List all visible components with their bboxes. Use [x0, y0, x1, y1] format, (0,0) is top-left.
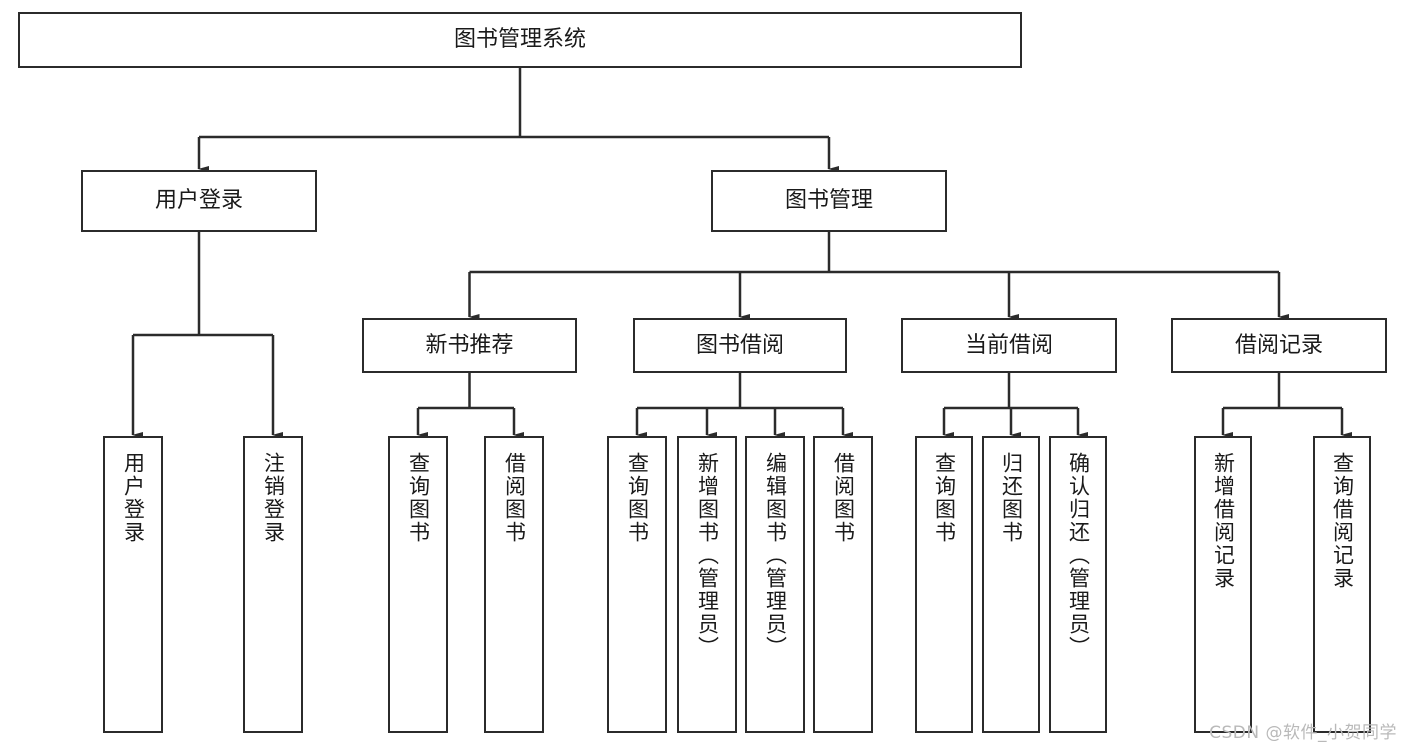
connector-lines	[131, 68, 1352, 438]
leaf-node-leaf-confirm-return[interactable]: 确认归还（管理员）	[1049, 436, 1107, 733]
leaf-node-leaf-add-book[interactable]: 新增图书（管理员）	[677, 436, 737, 733]
node-label: 新增图书（管理员）	[695, 452, 720, 659]
node-label: 查询图书	[932, 452, 957, 544]
node-label: 注销登录	[261, 452, 286, 544]
node-label: 借阅图书	[502, 452, 527, 544]
node-label: 借阅记录	[1234, 332, 1323, 358]
leaf-node-leaf-query-book-1[interactable]: 查询图书	[388, 436, 448, 733]
leaf-node-leaf-user-logout[interactable]: 注销登录	[243, 436, 303, 733]
node-label: 图书借阅	[695, 332, 784, 358]
level2-node-book-manage[interactable]: 图书管理	[711, 170, 947, 232]
leaf-node-leaf-query-record[interactable]: 查询借阅记录	[1313, 436, 1371, 733]
node-label: 图书管理系统	[453, 27, 586, 53]
node-label: 借阅图书	[831, 452, 856, 544]
leaf-node-leaf-add-record[interactable]: 新增借阅记录	[1194, 436, 1252, 733]
leaf-node-leaf-query-book-3[interactable]: 查询图书	[915, 436, 973, 733]
node-label: 用户登录	[154, 188, 243, 214]
node-label: 用户登录	[121, 452, 146, 544]
node-label: 新增借阅记录	[1211, 452, 1236, 590]
node-label: 查询图书	[406, 452, 431, 544]
node-label: 新书推荐	[425, 332, 514, 358]
leaf-node-leaf-edit-book[interactable]: 编辑图书（管理员）	[745, 436, 805, 733]
node-label: 图书管理	[784, 188, 873, 214]
leaf-node-leaf-user-login[interactable]: 用户登录	[103, 436, 163, 733]
level3-node-book-borrow[interactable]: 图书借阅	[633, 318, 847, 373]
node-label: 查询图书	[625, 452, 650, 544]
level2-node-user-login[interactable]: 用户登录	[81, 170, 317, 232]
node-label: 确认归还（管理员）	[1066, 452, 1091, 659]
level3-node-new-book-rec[interactable]: 新书推荐	[362, 318, 577, 373]
node-label: 查询借阅记录	[1330, 452, 1355, 590]
node-label: 当前借阅	[964, 332, 1053, 358]
level3-node-current-borrow[interactable]: 当前借阅	[901, 318, 1117, 373]
leaf-node-leaf-return-book[interactable]: 归还图书	[982, 436, 1040, 733]
leaf-node-leaf-borrow-book-2[interactable]: 借阅图书	[813, 436, 873, 733]
level3-node-borrow-record[interactable]: 借阅记录	[1171, 318, 1387, 373]
node-label: 编辑图书（管理员）	[763, 452, 788, 659]
root-node-root[interactable]: 图书管理系统	[18, 12, 1022, 68]
leaf-node-leaf-query-book-2[interactable]: 查询图书	[607, 436, 667, 733]
node-label: 归还图书	[999, 452, 1024, 544]
leaf-node-leaf-borrow-book-1[interactable]: 借阅图书	[484, 436, 544, 733]
